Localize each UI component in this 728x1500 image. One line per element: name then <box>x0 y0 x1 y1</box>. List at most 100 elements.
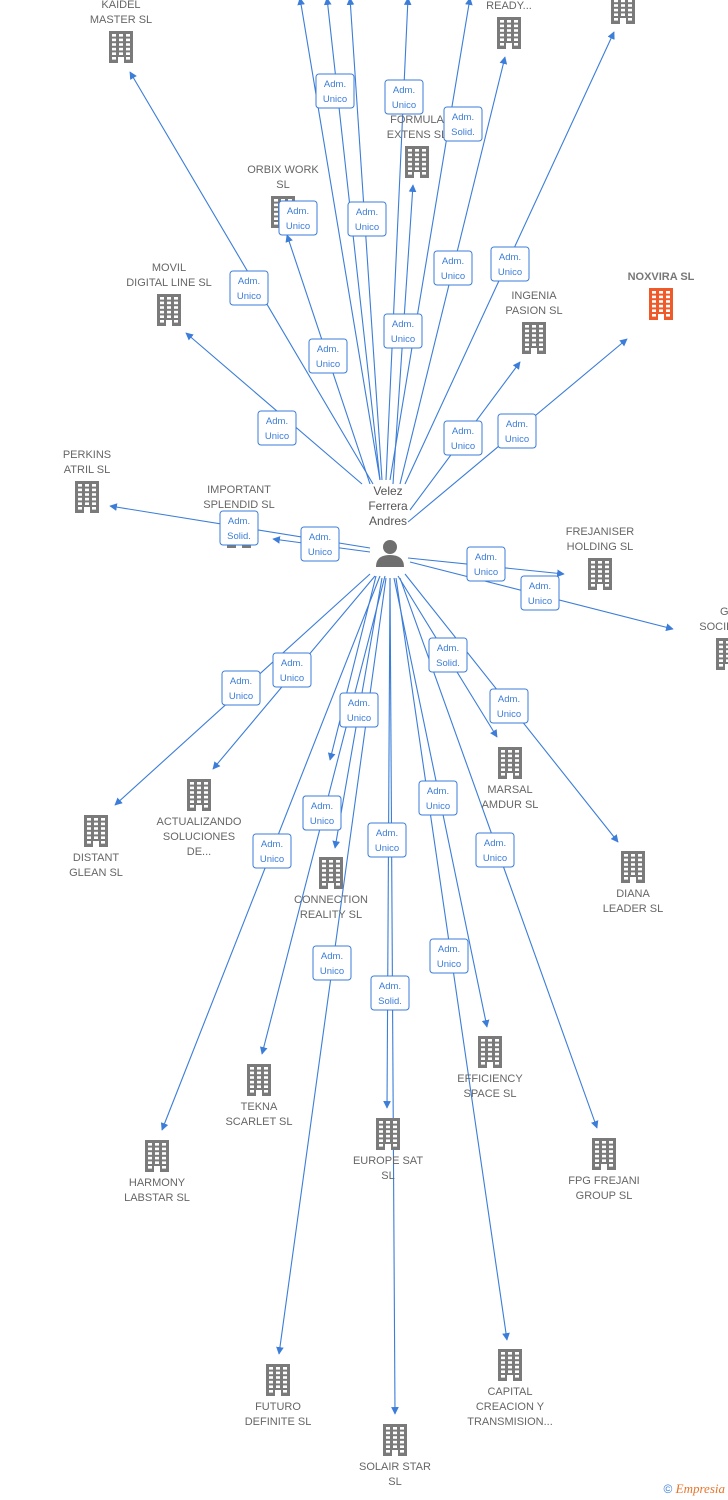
role-badge[interactable]: Adm.Unico <box>520 575 560 611</box>
role-badge-box <box>257 410 297 446</box>
role-badge[interactable]: Adm.Unico <box>252 833 292 869</box>
role-badge-line: Adm. <box>281 658 303 669</box>
role-badge[interactable]: Adm.Unico <box>443 420 483 456</box>
copyright-symbol: © <box>663 1482 673 1496</box>
role-badge-line: Unico <box>237 291 261 302</box>
role-badge-line: Unico <box>498 267 522 278</box>
role-badge[interactable]: Adm.Unico <box>384 79 424 115</box>
company-node-ge[interactable]: GESOCIEDAD <box>699 606 728 670</box>
role-badge-box <box>384 79 424 115</box>
building-icon <box>498 747 522 779</box>
role-badge[interactable]: Adm.Solid. <box>428 637 468 673</box>
role-badge-line: Unico <box>426 801 450 812</box>
role-badge[interactable]: Adm.Unico <box>229 270 269 306</box>
company-label: MOVIL <box>152 262 186 274</box>
edge-to-ingenia <box>323 0 381 481</box>
role-badge[interactable]: Adm.Unico <box>383 313 423 349</box>
role-badge-line: Adm. <box>324 79 346 90</box>
footer-credit[interactable]: © Empresia <box>663 1481 725 1497</box>
role-badge[interactable]: Adm.Unico <box>272 652 312 688</box>
role-badge[interactable]: Adm.Unico <box>475 832 515 868</box>
role-badge[interactable]: Adm.Unico <box>429 938 469 974</box>
role-badge[interactable]: Adm.Unico <box>300 526 340 562</box>
edge-to-connection <box>385 0 412 481</box>
building-icon <box>187 779 211 811</box>
role-badge[interactable]: Adm.Unico <box>367 822 407 858</box>
role-badge[interactable]: Adm.Unico <box>312 945 352 981</box>
role-badge[interactable]: Adm.Unico <box>497 413 537 449</box>
role-badge[interactable]: Adm.Unico <box>466 546 506 582</box>
role-badge-line: Unico <box>451 441 475 452</box>
company-node-noxvira[interactable]: NOXVIRA SL <box>628 271 695 320</box>
company-label: SL <box>276 179 289 191</box>
role-badge-box <box>347 201 387 237</box>
company-label: PASION SL <box>505 305 562 317</box>
role-badge[interactable]: Adm.Solid. <box>370 975 410 1011</box>
role-badge-box <box>278 200 318 236</box>
center-person[interactable]: Velez Ferrera Andres <box>368 484 408 567</box>
role-badge-box <box>272 652 312 688</box>
company-label: CONNECTION <box>294 894 368 906</box>
role-badge[interactable]: Adm.Solid. <box>443 106 483 142</box>
center-label-line3: Andres <box>369 514 407 528</box>
role-badge[interactable]: Adm.Unico <box>418 780 458 816</box>
role-badge[interactable]: Adm.Unico <box>490 246 530 282</box>
building-icon <box>588 558 612 590</box>
company-label: NOXVIRA SL <box>628 271 695 283</box>
role-badge-line: Adm. <box>348 698 370 709</box>
role-badge-box <box>520 575 560 611</box>
company-label: FREJANISER <box>566 526 635 538</box>
company-label: ORBIX WORK <box>247 164 319 176</box>
role-badge[interactable]: Adm.Unico <box>347 201 387 237</box>
role-badge[interactable]: Adm.Unico <box>308 338 348 374</box>
building-icon <box>621 851 645 883</box>
role-badge-box <box>367 822 407 858</box>
role-badge[interactable]: Adm.Unico <box>315 73 355 109</box>
role-badge-line: Adm. <box>287 206 309 217</box>
company-node-topright[interactable] <box>611 0 635 24</box>
role-badge[interactable]: Adm.Unico <box>278 200 318 236</box>
role-badge-line: Unico <box>265 431 289 442</box>
role-badge-line: Adm. <box>321 951 343 962</box>
role-badge-box <box>308 338 348 374</box>
company-node-ready[interactable]: READY... <box>486 0 532 49</box>
role-badge[interactable]: Adm.Unico <box>339 692 379 728</box>
role-badge[interactable]: Adm.Unico <box>433 250 473 286</box>
building-icon <box>522 322 546 354</box>
role-badge-box <box>490 246 530 282</box>
company-label: ATRIL SL <box>64 464 110 476</box>
role-badge-line: Adm. <box>438 944 460 955</box>
role-badge[interactable]: Adm.Unico <box>302 795 342 831</box>
role-badge-box <box>433 250 473 286</box>
person-icon <box>376 540 404 567</box>
company-label: SL <box>381 1170 394 1182</box>
role-badge[interactable]: Adm.Unico <box>221 670 261 706</box>
role-badge[interactable]: Adm.Unico <box>257 410 297 446</box>
role-badge-line: Adm. <box>311 801 333 812</box>
role-badge-box <box>252 833 292 869</box>
role-badge[interactable]: Adm.Unico <box>489 688 529 724</box>
edge-to-movil <box>185 332 363 485</box>
role-badge[interactable]: Adm.Solid. <box>219 510 259 546</box>
role-badge-box <box>383 313 423 349</box>
role-badge-line: Adm. <box>475 552 497 563</box>
company-node-actualizando[interactable]: ACTUALIZANDOSOLUCIONESDE... <box>157 779 242 858</box>
